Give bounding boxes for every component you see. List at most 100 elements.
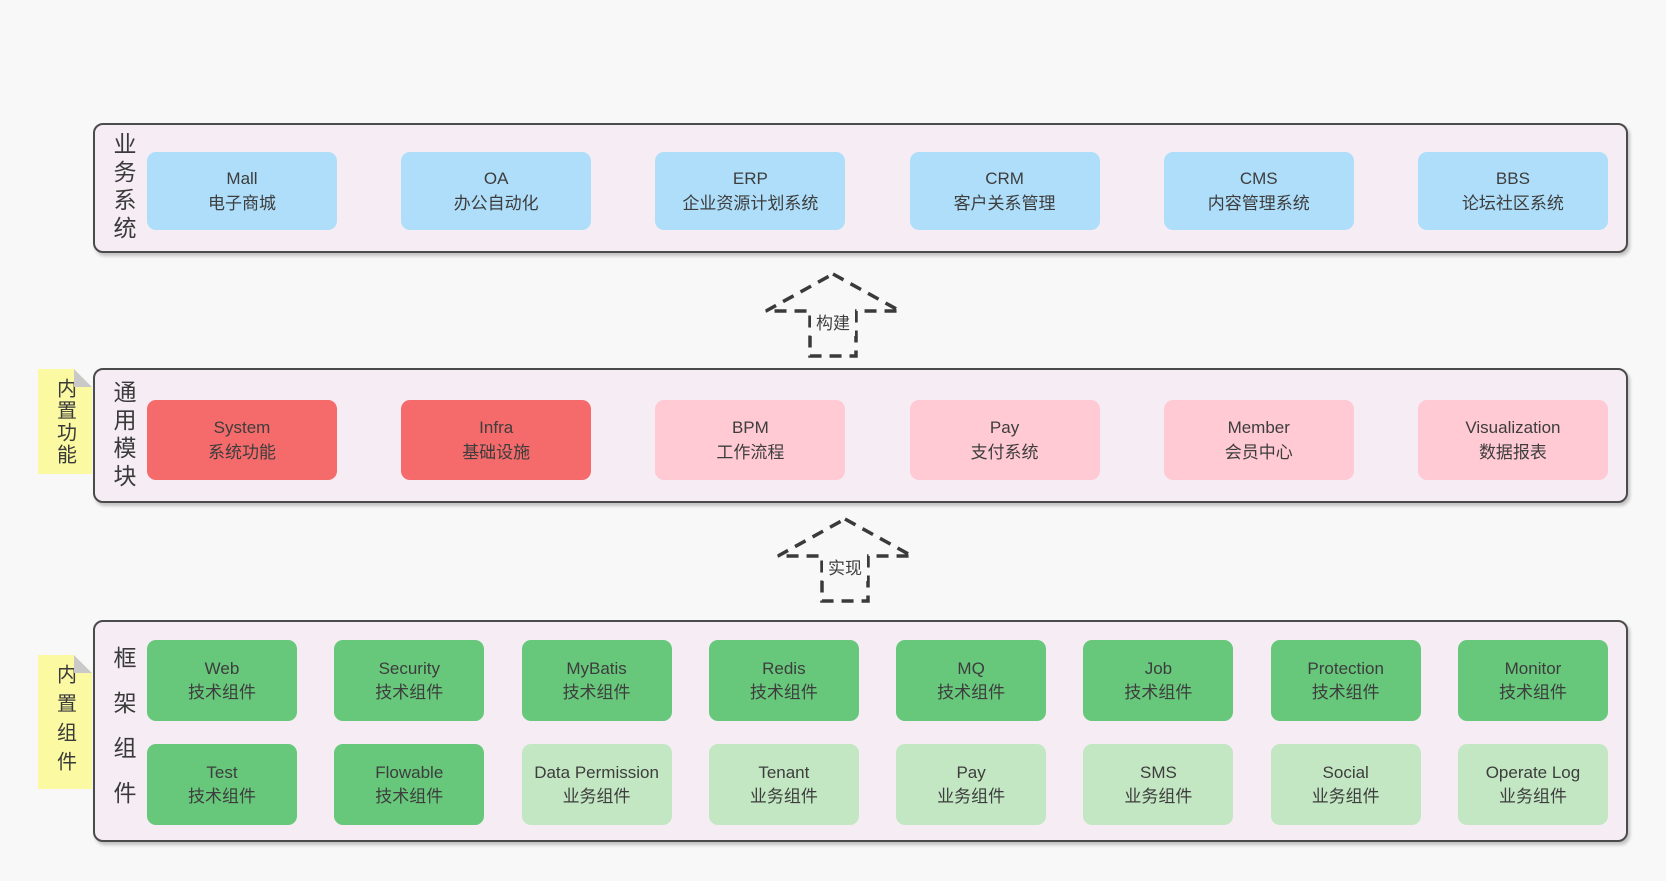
band-label-framework: 框架组件 xyxy=(110,646,136,826)
box-bbs: BBS 论坛社区系统 xyxy=(1417,152,1608,230)
box-title: Pay xyxy=(989,418,1020,437)
box-title: Test xyxy=(206,762,238,782)
box-mq: MQ 技术组件 xyxy=(896,640,1047,721)
box-title: OA xyxy=(483,169,509,188)
box-subtitle: 客户关系管理 xyxy=(953,194,1056,213)
box-title: Mall xyxy=(226,169,258,188)
box-subtitle: 业务组件 xyxy=(749,786,818,806)
box-cms: CMS 内容管理系统 xyxy=(1163,152,1354,230)
sticky-fold-icon xyxy=(74,369,92,387)
box-title: Operate Log xyxy=(1485,762,1581,782)
box-tenant: Tenant 业务组件 xyxy=(708,744,859,825)
box-title: Protection xyxy=(1307,658,1384,678)
box-data-permission: Data Permission 业务组件 xyxy=(521,744,672,825)
box-member: Member 会员中心 xyxy=(1163,400,1354,480)
box-crm: CRM 客户关系管理 xyxy=(909,152,1100,230)
implement-arrow-label: 实现 xyxy=(823,552,867,581)
box-mybatis: MyBatis 技术组件 xyxy=(521,640,672,721)
box-title: Visualization xyxy=(1465,418,1561,437)
box-title: ERP xyxy=(732,169,768,188)
box-subtitle: 办公自动化 xyxy=(453,194,539,213)
box-subtitle: 技术组件 xyxy=(937,682,1006,702)
build-arrow-label: 构建 xyxy=(811,307,855,336)
box-title: CMS xyxy=(1239,169,1278,188)
box-subtitle: 技术组件 xyxy=(375,682,444,702)
box-security: Security 技术组件 xyxy=(334,640,485,721)
box-subtitle: 技术组件 xyxy=(188,786,256,806)
box-subtitle: 技术组件 xyxy=(375,786,444,806)
box-subtitle: 业务组件 xyxy=(562,786,631,806)
box-subtitle: 技术组件 xyxy=(188,682,256,702)
box-job: Job 技术组件 xyxy=(1083,640,1234,721)
modules-box-row: System 系统功能 Infra 基础设施 BPM 工作流程 Pay 支付系统… xyxy=(147,400,1608,480)
box-system: System 系统功能 xyxy=(147,400,337,480)
box-subtitle: 技术组件 xyxy=(1311,682,1380,702)
box-title: CRM xyxy=(985,169,1024,188)
sticky-note-built-in-components: 内置组件 xyxy=(38,655,92,789)
box-redis: Redis 技术组件 xyxy=(708,640,859,721)
box-title: Data Permission xyxy=(534,762,659,782)
box-title: BBS xyxy=(1495,169,1530,188)
box-title: Pay xyxy=(956,762,986,782)
box-title: System xyxy=(213,418,271,437)
box-subtitle: 会员中心 xyxy=(1224,443,1293,462)
up-arrow-icon xyxy=(777,517,913,603)
box-visualization: Visualization 数据报表 xyxy=(1417,400,1608,480)
framework-box-row-1: Web 技术组件 Security 技术组件 MyBatis 技术组件 Redi… xyxy=(147,640,1608,721)
box-title: Redis xyxy=(762,658,806,678)
box-bpm: BPM 工作流程 xyxy=(655,400,846,480)
box-protection: Protection 技术组件 xyxy=(1270,640,1421,721)
box-title: MQ xyxy=(957,658,985,678)
box-title: Security xyxy=(378,658,440,678)
box-pay-module: Pay 支付系统 xyxy=(909,400,1100,480)
implement-arrow: 实现 xyxy=(775,516,915,604)
build-arrow: 构建 xyxy=(763,271,903,359)
box-social: Social 业务组件 xyxy=(1270,744,1421,825)
box-subtitle: 技术组件 xyxy=(1498,682,1567,702)
box-subtitle: 业务组件 xyxy=(1498,786,1567,806)
sticky-fold-icon xyxy=(74,655,92,673)
box-subtitle: 电子商城 xyxy=(208,194,276,213)
box-subtitle: 内容管理系统 xyxy=(1207,194,1310,213)
box-title: SMS xyxy=(1139,762,1177,782)
box-monitor: Monitor 技术组件 xyxy=(1457,640,1608,721)
box-subtitle: 基础设施 xyxy=(462,443,531,462)
box-sms: SMS 业务组件 xyxy=(1083,744,1234,825)
box-subtitle: 业务组件 xyxy=(937,786,1006,806)
band-framework-components: 框架组件 Web 技术组件 Security 技术组件 MyBatis 技术组件… xyxy=(93,620,1628,842)
box-title: Member xyxy=(1227,418,1290,437)
box-title: Monitor xyxy=(1504,658,1562,678)
framework-box-row-2: Test 技术组件 Flowable 技术组件 Data Permission … xyxy=(147,744,1608,825)
box-subtitle: 企业资源计划系统 xyxy=(682,194,819,213)
box-subtitle: 技术组件 xyxy=(1124,682,1193,702)
box-mall: Mall 电子商城 xyxy=(147,152,337,230)
framework-rows: Web 技术组件 Security 技术组件 MyBatis 技术组件 Redi… xyxy=(95,640,1626,825)
box-operate-log: Operate Log 业务组件 xyxy=(1457,744,1608,825)
band-common-modules: 通用模块 System 系统功能 Infra 基础设施 BPM 工作流程 Pay… xyxy=(93,368,1628,503)
box-title: Job xyxy=(1144,658,1173,678)
box-subtitle: 业务组件 xyxy=(1124,786,1193,806)
box-web: Web 技术组件 xyxy=(147,640,297,721)
box-subtitle: 技术组件 xyxy=(562,682,631,702)
up-arrow-icon xyxy=(765,272,901,358)
band-label-modules: 通用模块 xyxy=(110,379,136,492)
box-subtitle: 论坛社区系统 xyxy=(1461,194,1564,213)
band-business-systems: 业务系统 Mall 电子商城 OA 办公自动化 ERP 企业资源计划系统 CRM… xyxy=(93,123,1628,253)
sticky-note-built-in-features: 内置功能 xyxy=(38,369,92,474)
box-flowable: Flowable 技术组件 xyxy=(334,744,485,825)
box-title: Infra xyxy=(479,418,514,437)
box-subtitle: 系统功能 xyxy=(208,443,276,462)
box-test: Test 技术组件 xyxy=(147,744,297,825)
band-label-business: 业务系统 xyxy=(110,132,136,244)
box-subtitle: 支付系统 xyxy=(970,443,1039,462)
box-subtitle: 数据报表 xyxy=(1478,443,1547,462)
box-title: Social xyxy=(1322,762,1369,782)
box-title: MyBatis xyxy=(566,658,627,678)
box-title: Flowable xyxy=(375,762,444,782)
box-title: Tenant xyxy=(758,762,810,782)
box-title: BPM xyxy=(731,418,769,437)
box-subtitle: 技术组件 xyxy=(749,682,818,702)
sticky-label: 内置组件 xyxy=(53,664,76,780)
box-subtitle: 工作流程 xyxy=(716,443,785,462)
